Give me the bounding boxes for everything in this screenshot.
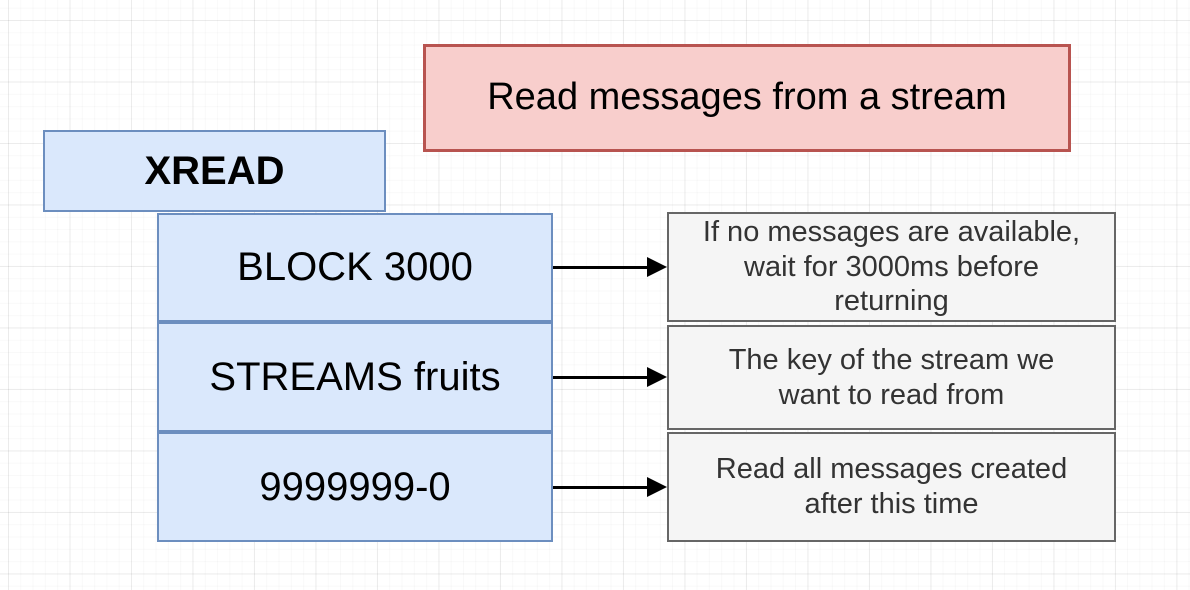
arrow-shaft xyxy=(553,266,649,269)
description-text: If no messages are available, wait for 3… xyxy=(702,215,1081,318)
param-label: STREAMS fruits xyxy=(209,354,501,399)
arrowhead-right-icon xyxy=(647,477,667,497)
param-box-block-3000: BLOCK 3000 xyxy=(157,213,553,322)
command-label: XREAD xyxy=(144,148,285,193)
arrow-shaft xyxy=(553,486,649,489)
param-label: BLOCK 3000 xyxy=(237,245,473,289)
arrow-shaft xyxy=(553,376,649,379)
arrowhead-right-icon xyxy=(647,257,667,277)
arrow-block-to-description xyxy=(553,257,667,277)
command-box-xread: XREAD xyxy=(43,130,386,212)
note-box-read-messages: Read messages from a stream xyxy=(423,44,1071,152)
param-box-streams-fruits: STREAMS fruits xyxy=(157,322,553,432)
param-label: 9999999-0 xyxy=(259,464,451,509)
description-box-block: If no messages are available, wait for 3… xyxy=(667,212,1116,322)
note-text: Read messages from a stream xyxy=(487,76,1007,119)
description-box-streams: The key of the stream we want to read fr… xyxy=(667,325,1116,430)
param-box-stream-id: 9999999-0 xyxy=(157,432,553,542)
description-box-id: Read all messages created after this tim… xyxy=(667,432,1116,542)
description-text: The key of the stream we want to read fr… xyxy=(728,343,1055,411)
arrowhead-right-icon xyxy=(647,367,667,387)
description-text: Read all messages created after this tim… xyxy=(715,453,1068,520)
arrow-id-to-description xyxy=(553,477,667,497)
arrow-streams-to-description xyxy=(553,367,667,387)
